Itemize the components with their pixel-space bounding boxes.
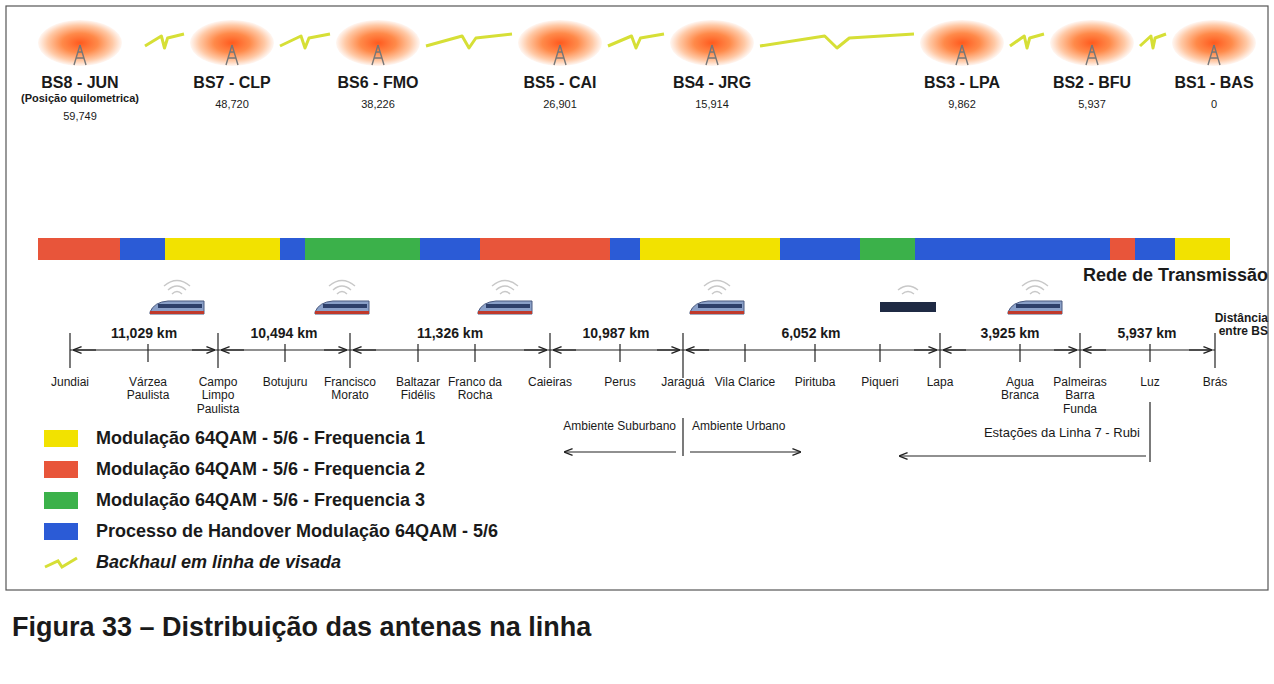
environment-label: Ambiente Suburbano [563,420,676,433]
position-note: (Posição quilometrica) [17,92,143,104]
base-station: BS6 - FMO 38,226 [332,20,424,110]
antenna-tower [1082,44,1102,66]
legend-text: Modulação 64QAM - 5/6 - Frequencia 1 [96,428,425,448]
antenna-tower [952,44,972,66]
antenna-tower [222,44,242,66]
station-id: BS2 - BFU [1046,74,1138,92]
legend-swatch [44,461,78,478]
legend-swatch [44,523,78,540]
station-name: Luz [1119,376,1181,389]
antenna-glow [518,20,602,66]
station-name: Franco da Rocha [444,376,506,403]
backhaul-link [280,34,330,48]
base-station: BS5 - CAI 26,901 [514,20,606,110]
antenna-tower [368,44,388,66]
backhaul-link [426,34,512,48]
distance: 10,494 km [249,326,320,342]
base-station: BS8 - JUN(Posição quilometrica) 59,749 [17,20,143,122]
station-name: Lapa [909,376,971,389]
antenna-glow [1050,20,1134,66]
legend-swatch [44,430,78,447]
distance: 11,029 km [109,326,179,342]
station-name: Várzea Paulista [117,376,179,403]
distance: 11,326 km [415,326,485,342]
base-station: BS1 - BAS 0 [1168,20,1260,110]
backhaul-link [608,34,664,48]
station-name: Pirituba [784,376,846,389]
km-position: 26,901 [514,98,606,110]
legend-swatch [44,492,78,509]
station-id: BS7 - CLP [186,74,278,92]
distance: 6,052 km [779,326,842,342]
station-id: BS4 - JRG [666,74,758,92]
bar-title: Rede de Transmissão [1083,265,1268,285]
station-name: Caieiras [519,376,581,389]
base-station: BS3 - LPA 9,862 [916,20,1008,110]
antenna-glow [38,20,122,66]
figure-caption: Figura 33 – Distribuição das antenas na … [12,612,591,642]
station-name: Jundiai [39,376,101,389]
distance: 3,925 km [978,326,1041,342]
station-id: BS6 - FMO [332,74,424,92]
station-name: Campo Limpo Paulista [187,376,249,416]
backhaul-link [1140,34,1166,48]
station-name: Botujuru [254,376,316,389]
antenna-glow [190,20,274,66]
antenna-tower [702,44,722,66]
station-name: Jaraguá [652,376,714,389]
environment-label: Estações da Linha 7 - Rubi [984,426,1140,441]
station-name: Palmeiras Barra Funda [1049,376,1111,416]
antenna-glow [1172,20,1256,66]
legend-text: Modulação 64QAM - 5/6 - Frequencia 3 [96,490,425,510]
environment-label: Ambiente Urbano [692,420,785,433]
column-heading: Distância entre BS [1204,312,1268,339]
km-position: 9,862 [916,98,1008,110]
antenna-glow [670,20,754,66]
km-position: 48,720 [186,98,278,110]
antenna-tower [1204,44,1224,66]
legend-text: Processo de Handover Modulação 64QAM - 5… [96,521,498,541]
station-id: BS3 - LPA [916,74,1008,92]
km-position: 38,226 [332,98,424,110]
backhaul-link [145,34,184,48]
station-name: Francisco Morato [319,376,381,403]
legend-text: Backhaul em linha de visada [96,552,341,572]
base-station: BS2 - BFU 5,937 [1046,20,1138,110]
base-station: BS4 - JRG 15,914 [666,20,758,110]
base-station: BS7 - CLP 48,720 [186,20,278,110]
km-position: 0 [1168,98,1260,110]
station-name: Vila Clarice [714,376,776,389]
antenna-glow [920,20,1004,66]
backhaul-link [1010,34,1044,48]
station-id: BS8 - JUN [17,74,143,92]
backhaul-sample [43,553,79,573]
backhaul-link [760,34,914,48]
station-name: Brás [1184,376,1246,389]
km-position: 59,749 [17,110,143,122]
km-position: 5,937 [1046,98,1138,110]
station-name: Perus [589,376,651,389]
antenna-tower [550,44,570,66]
km-position: 15,914 [666,98,758,110]
legend-text: Modulação 64QAM - 5/6 - Frequencia 2 [96,459,425,479]
distance: 10,987 km [581,326,652,342]
station-name: Piqueri [849,376,911,389]
station-id: BS5 - CAI [514,74,606,92]
station-id: BS1 - BAS [1168,74,1260,92]
antenna-tower [70,44,90,66]
distance: 5,937 km [1115,326,1178,342]
antenna-glow [336,20,420,66]
station-name: Baltazar Fidélis [387,376,449,403]
station-name: Agua Branca [989,376,1051,403]
